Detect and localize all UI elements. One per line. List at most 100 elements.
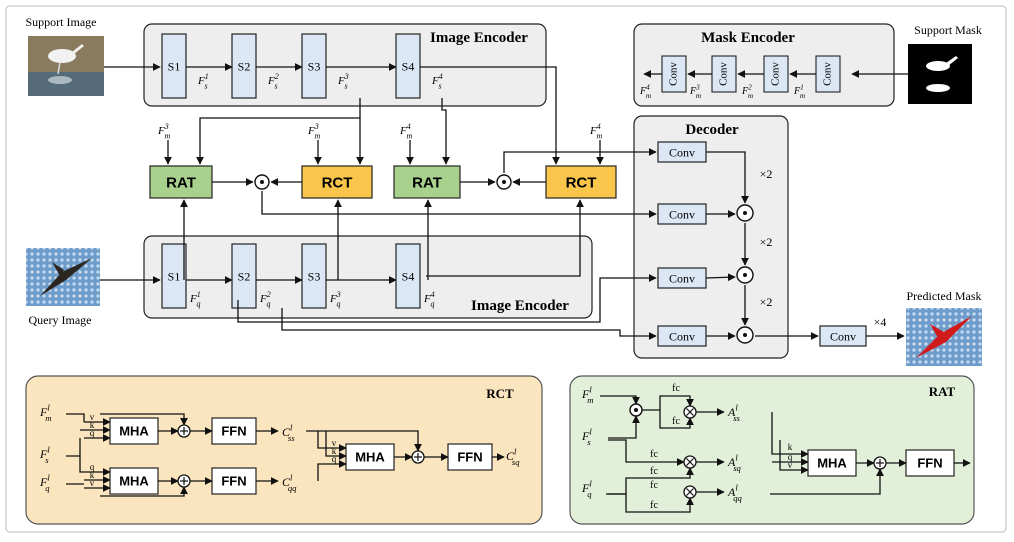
rat-fc-label: fc (650, 466, 658, 477)
rat-fc-label: fc (672, 416, 680, 427)
rct-qkv-label: v (90, 478, 95, 488)
rat-block-1-label: RAT (166, 174, 196, 191)
predicted-mask-thumbnail (906, 308, 982, 366)
support-mask-label: Support Mask (914, 23, 982, 37)
support-stage-4-label: S4 (402, 59, 415, 73)
connector-line (441, 98, 450, 165)
matmul-icon-b (686, 458, 694, 466)
support-stage-1-label: S1 (168, 59, 181, 73)
decoder-repeat-x2-1: ×2 (760, 167, 773, 181)
mask-encoder-title: Mask Encoder (701, 30, 795, 46)
decoder-conv-2-label: Conv (669, 207, 695, 221)
connector-line (237, 274, 657, 323)
connector-line (281, 308, 657, 340)
image-encoder-query-title: Image Encoder (471, 298, 569, 314)
rct-ffn-1-label: FFN (221, 424, 246, 439)
rct-ffn-2-label: FFN (221, 474, 246, 489)
rct-mha-2-label: MHA (119, 474, 149, 489)
connector-line (642, 395, 694, 411)
hadamard-dot (502, 180, 506, 184)
support-stage-3-label: S3 (308, 59, 321, 73)
mask-conv-2-label: Conv (770, 62, 782, 86)
support-mask-thumbnail (908, 44, 972, 104)
rct-qkv-label: q (90, 428, 95, 438)
mask-conv-4-label: Conv (668, 62, 680, 86)
connector-line (100, 413, 188, 426)
query-image-thumbnail (26, 248, 100, 306)
hadamard-dot (743, 211, 747, 215)
hadamard-dot (743, 333, 747, 337)
rct-mha-3 (345, 443, 395, 471)
rat-block-2-label: RAT (412, 174, 442, 191)
decoder-conv-4-label: Conv (669, 329, 695, 343)
rat-qkv-label: q (788, 452, 793, 462)
query-stage-4 (395, 243, 421, 309)
rct-panel-title: RCT (486, 386, 514, 401)
rct-qkv-label: q (90, 462, 95, 472)
connector-line (608, 439, 685, 466)
rat-block-1 (149, 165, 213, 199)
rct-ffn-3-label: FFN (457, 450, 482, 465)
query-stage-2-label: S2 (238, 269, 251, 283)
connector-line (100, 486, 188, 497)
connector-line (600, 395, 640, 405)
connector-line (325, 431, 347, 460)
mask-conv-1 (815, 55, 841, 93)
query-image-label: Query Image (29, 313, 92, 327)
matmul-icon-b (686, 408, 694, 416)
decoder-conv-3-label: Conv (669, 271, 695, 285)
rct-mha-1-label: MHA (119, 424, 149, 439)
rat-qkv-label: v (788, 460, 793, 470)
connector-line (261, 191, 657, 218)
connector-line (79, 456, 84, 473)
connector-line (705, 273, 736, 282)
mask-conv-3-label: Conv (718, 62, 730, 86)
support-image-thumbnail (28, 36, 104, 96)
rct-qkv-label: k (332, 446, 337, 456)
final-conv-label: Conv (830, 329, 856, 343)
rat-mha-label: MHA (817, 456, 847, 471)
hadamard-dot (743, 273, 747, 277)
support-stage-2 (231, 33, 257, 99)
image-encoder-support-title: Image Encoder (430, 30, 528, 46)
decoder-repeat-x2-2: ×2 (760, 235, 773, 249)
rct-mha-3-label: MHA (355, 450, 385, 465)
rct-qkv-label: k (90, 470, 95, 480)
rct-block-1-label: RCT (322, 174, 353, 191)
connector-line (771, 412, 809, 458)
connector-line (306, 430, 422, 452)
rat-ffn-label: FFN (917, 456, 942, 471)
decoder-box (633, 115, 789, 359)
final-repeat-x4: ×4 (874, 315, 887, 329)
matmul-icon-b (686, 488, 694, 496)
support-stage-1 (161, 33, 187, 99)
decoder-repeat-x2-3: ×2 (760, 295, 773, 309)
hadamard-dot (260, 180, 264, 184)
query-stage-2 (231, 243, 257, 309)
connector-line (196, 98, 361, 165)
query-stage-4-label: S4 (402, 269, 415, 283)
rat-block-2 (393, 165, 461, 199)
